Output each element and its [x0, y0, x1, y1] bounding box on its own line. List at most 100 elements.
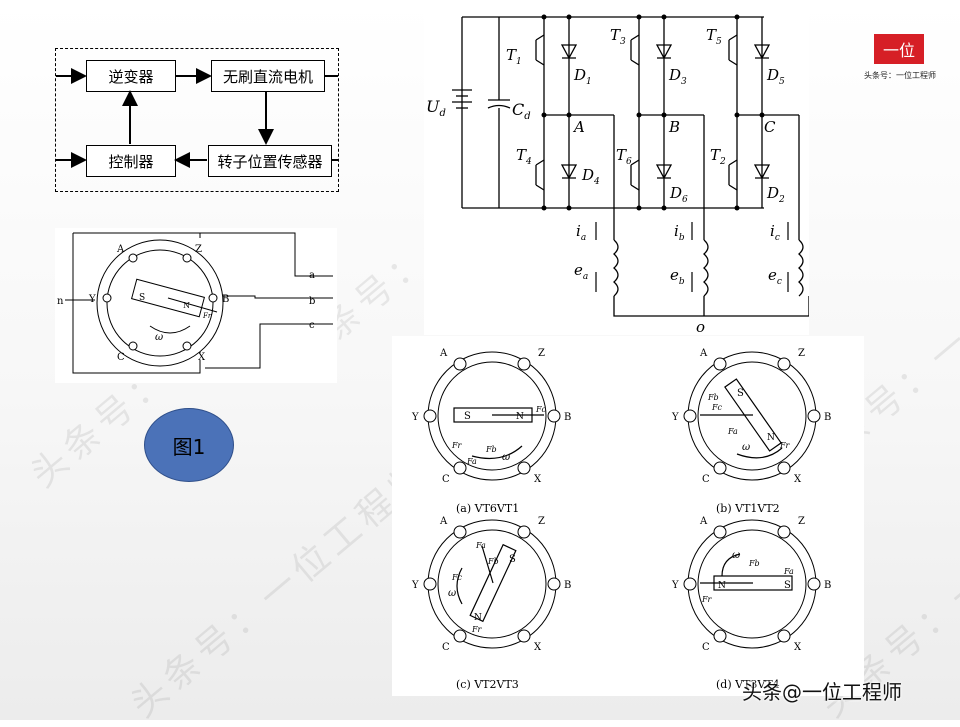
state-d-force-1: Fb — [748, 559, 760, 568]
state-d-caption: (d) VT3VT4 — [716, 678, 780, 691]
brand-logo-text: 一位 — [882, 41, 915, 60]
state-c-caption: (c) VT2VT3 — [456, 678, 519, 691]
diode-d6: D6 — [669, 184, 688, 205]
state-d-terminal-z: Z — [798, 516, 805, 527]
state-c-force-4: Fr — [471, 625, 483, 634]
state-c-force-1: Fa — [475, 541, 486, 550]
block-diagram-arrows — [56, 68, 338, 168]
state-d-force-3: Fr — [701, 595, 713, 604]
current-ia: ia — [576, 222, 586, 243]
capacitor-label: Cd — [512, 100, 531, 122]
state-a-force-4: Fc — [535, 405, 547, 414]
state-d-terminal-a: A — [699, 516, 708, 527]
supply-label: Ud — [426, 97, 446, 119]
figure-label: 图1 — [144, 408, 234, 482]
state-a-terminal-a: A — [439, 348, 448, 359]
inverter-block: 逆变器 — [86, 60, 176, 92]
current-ic: ic — [770, 222, 780, 243]
emf-ea: ea — [574, 261, 588, 282]
state-a-terminal-c: C — [442, 474, 450, 485]
switch-t5: T5 — [706, 26, 722, 47]
inverter-circuit-drawing: Ud Cd T1 T3 T5 D1 D3 D5 T4 T6 T2 D4 D6 D… — [426, 14, 810, 336]
state-d-rotor-s: S — [784, 580, 791, 591]
state-b-force-4: Fr — [779, 441, 791, 450]
brand-logo-caption: 头条号：一位工程师 — [864, 71, 936, 80]
state-d-terminal-x: X — [794, 642, 802, 653]
state-a-terminal-y: Y — [411, 412, 419, 423]
phase-c-label: C — [764, 118, 776, 136]
state-b-caption: (b) VT1VT2 — [716, 502, 780, 515]
motor-line-a: a — [309, 270, 315, 281]
diode-d3: D3 — [668, 66, 687, 87]
state-d-rotor-n: N — [718, 581, 726, 591]
state-b-terminal-x: X — [794, 474, 802, 485]
state-d-terminal-c: C — [702, 642, 710, 653]
motor-terminal-a: A — [116, 244, 125, 255]
brand-logo-badge: 一位 — [874, 34, 924, 64]
block-diagram: 逆变器 无刷直流电机 控制器 转子位置传感器 — [55, 48, 339, 192]
commutation-states-drawing: S N Fr Fa Fb Fc ω S N Fc Fb Fa Fr ω S N … — [411, 348, 831, 691]
state-a-force-3: Fb — [485, 445, 497, 454]
state-d-omega: ω — [732, 550, 740, 561]
motor-sketch: A Z Y B C X a b c n S N Fr ω — [55, 228, 337, 383]
state-b-rotor-s: S — [737, 388, 744, 399]
state-b-terminal-a: A — [699, 348, 708, 359]
switch-t3: T3 — [610, 26, 626, 47]
state-d-terminal-y: Y — [671, 580, 679, 591]
state-c-terminal-b: B — [564, 580, 571, 591]
motor-omega: ω — [155, 332, 163, 343]
phase-b-label: B — [668, 118, 680, 136]
sensor-block: 转子位置传感器 — [208, 145, 332, 177]
state-a-terminal-z: Z — [538, 348, 545, 359]
switch-t1: T1 — [506, 46, 522, 67]
state-a-terminal-b: B — [564, 412, 571, 423]
state-b-force-3: Fa — [727, 427, 738, 436]
inverter-circuit: Ud Cd T1 T3 T5 D1 D3 D5 T4 T6 T2 D4 D6 D… — [424, 0, 810, 336]
motor-terminal-b: B — [222, 294, 229, 305]
state-a-terminal-x: X — [534, 474, 542, 485]
motor-neutral: n — [57, 296, 64, 307]
state-b-omega: ω — [742, 442, 750, 453]
state-b-rotor-n: N — [767, 433, 775, 443]
current-ib: ib — [674, 222, 685, 243]
state-a-force-2: Fa — [466, 457, 477, 466]
state-c-terminal-y: Y — [411, 580, 419, 591]
phase-a-label: A — [572, 118, 585, 136]
state-b-terminal-b: B — [824, 412, 831, 423]
state-d-terminal-b: B — [824, 580, 831, 591]
neutral-label: o — [696, 318, 705, 335]
switch-t2: T2 — [710, 146, 726, 167]
motor-force: Fr — [202, 312, 212, 320]
motor-terminal-z: Z — [195, 244, 202, 255]
motor-line-c: c — [309, 320, 315, 331]
motor-terminal-y: Y — [88, 294, 96, 305]
commutation-states: S N Fr Fa Fb Fc ω S N Fc Fb Fa Fr ω S N … — [392, 336, 864, 696]
state-c-rotor-n: N — [474, 613, 482, 623]
emf-ec: ec — [768, 266, 782, 287]
footer-credit: 头条@一位工程师 — [742, 680, 902, 704]
diode-d1: D1 — [573, 66, 592, 87]
brand-logo: 一位 头条号：一位工程师 — [852, 30, 948, 90]
state-b-force-1: Fc — [711, 403, 723, 412]
motor-rotor-s: S — [139, 293, 145, 303]
switch-t4: T4 — [516, 146, 532, 167]
diode-d2: D2 — [766, 184, 785, 205]
state-c-omega: ω — [448, 588, 456, 599]
state-c-terminal-a: A — [439, 516, 448, 527]
state-c-terminal-c: C — [442, 642, 450, 653]
switch-t6: T6 — [616, 146, 632, 167]
state-a-force-1: Fr — [451, 441, 463, 450]
state-b-terminal-y: Y — [671, 412, 679, 423]
figure-label-text: 图1 — [172, 434, 206, 459]
state-a-rotor-n: N — [516, 412, 524, 422]
state-a-omega: ω — [502, 452, 510, 463]
state-a-rotor-s: S — [464, 411, 471, 422]
motor-rotor-n: N — [183, 301, 190, 310]
controller-block: 控制器 — [86, 145, 176, 177]
state-a-caption: (a) VT6VT1 — [456, 502, 519, 515]
state-d-force-2: Fa — [783, 567, 794, 576]
state-b-terminal-c: C — [702, 474, 710, 485]
diode-d5: D5 — [766, 66, 785, 87]
state-c-terminal-z: Z — [538, 516, 545, 527]
motor-terminal-c: C — [117, 352, 125, 363]
